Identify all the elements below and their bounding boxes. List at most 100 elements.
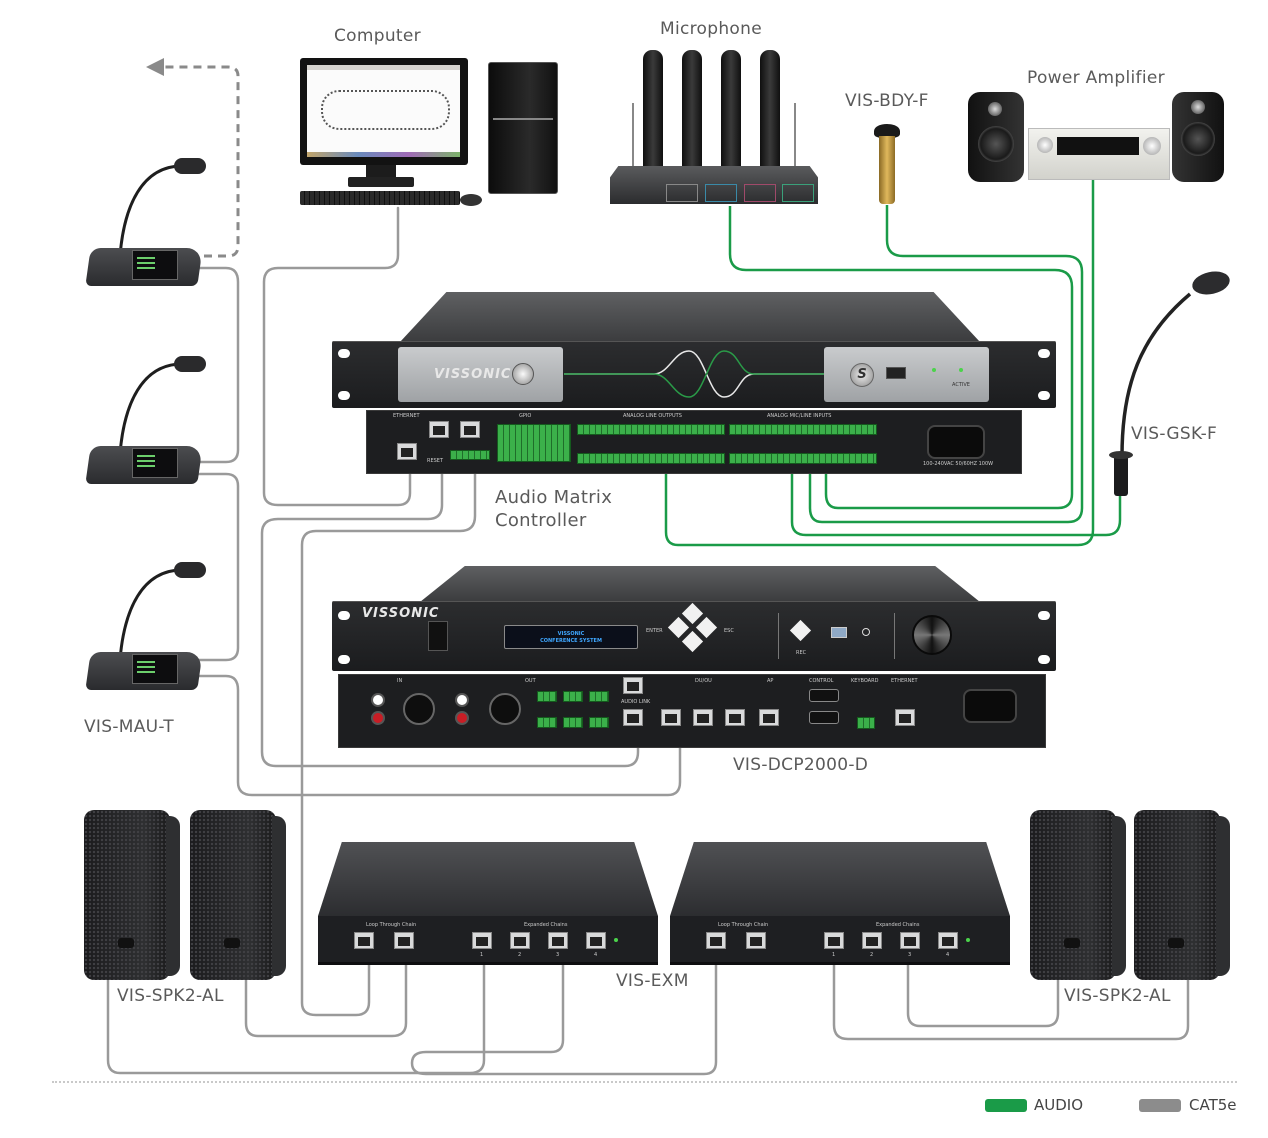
touch-screen (132, 654, 178, 684)
matrix-rear-panel: ETHERNET RESET GPIO ANALOG LINE OUTPUTS … (366, 410, 1022, 474)
delegate-unit-3 (72, 560, 222, 700)
label-microphone: Microphone (660, 19, 762, 39)
arrow-head-icon (146, 58, 164, 76)
analog-output-terminal-bottom (577, 453, 725, 464)
ap-port (759, 709, 779, 726)
label-delegate-unit: VIS-MAU-T (84, 717, 174, 737)
loop-port-1 (354, 932, 374, 949)
label-boundary-mic: VIS-BDY-F (845, 91, 929, 111)
label-computer: Computer (334, 26, 421, 46)
dcp-power-inlet (963, 689, 1017, 723)
out-terminal-5 (589, 691, 609, 702)
section-analog-outputs: ANALOG LINE OUTPUTS (623, 413, 682, 419)
audio-wireless-mic-to-matrix (728, 206, 1074, 510)
section-analog-inputs: ANALOG MIC/LINE INPUTS (767, 413, 832, 419)
legend-swatch-cat5e (1139, 1099, 1181, 1112)
du-port-3 (725, 709, 745, 726)
gpio-terminal (497, 424, 571, 462)
section-ap: AP (767, 678, 774, 684)
label-central-unit: VIS-DCP2000-D (733, 755, 869, 775)
chain-port-2 (862, 932, 882, 949)
mic-windscreen (174, 562, 206, 578)
delegate-unit-2 (72, 354, 222, 494)
chain-port-1 (824, 932, 844, 949)
volume-knob (912, 615, 952, 655)
gooseneck (118, 362, 183, 455)
cat5e-matrix-secondary-to-exm (300, 460, 477, 1017)
touch-screen (132, 250, 178, 280)
chain-port-2 (510, 932, 530, 949)
power-led (614, 938, 618, 942)
port-num-4: 4 (594, 952, 598, 958)
computer (300, 58, 486, 210)
label-audio-matrix-line2: Controller (495, 510, 587, 531)
cat5e-exm1-to-spk-left (106, 950, 486, 1075)
du-port-1 (661, 709, 681, 726)
handheld-mic-4 (760, 50, 780, 172)
label-gooseneck-mic: VIS-GSK-F (1131, 424, 1218, 444)
legend-swatch-audio (985, 1099, 1027, 1112)
loop-port-2 (394, 932, 414, 949)
chain-port-3 (548, 932, 568, 949)
power-inlet (927, 425, 985, 459)
left-button (667, 616, 690, 639)
section-control: CONTROL (809, 678, 834, 684)
power-led (932, 368, 936, 372)
label-extender: VIS-EXM (616, 971, 689, 991)
label-audio-matrix-line1: Audio Matrix (495, 487, 613, 508)
section-ethernet: ETHERNET (393, 413, 420, 419)
chain-port-4 (586, 932, 606, 949)
matrix-brand-logo: VISSONIC (434, 367, 512, 382)
keyboard-terminal (857, 717, 875, 729)
legend-divider (52, 1081, 1237, 1083)
cat5e-exm2-to-spk-right2 (832, 950, 1190, 1041)
rca-out-white (455, 693, 469, 707)
reset-label: RESET (427, 458, 444, 464)
power-led (966, 938, 970, 942)
out-terminal-3 (537, 691, 557, 702)
section-out: OUT (525, 678, 536, 684)
chain-port-1 (472, 932, 492, 949)
legend-label-audio: AUDIO (1034, 1096, 1084, 1114)
cat5e-computer-to-matrix (262, 206, 412, 507)
loop-port-2 (746, 932, 766, 949)
rec-label: REC (796, 650, 807, 656)
out-terminal-4 (563, 691, 583, 702)
dcp-brand-logo: VISSONIC (362, 606, 440, 621)
analog-input-terminal-bottom (729, 453, 877, 464)
xlr-out (489, 693, 521, 725)
speaker-right-1 (1030, 810, 1126, 980)
gooseneck (118, 568, 183, 661)
waveform-graphic (564, 350, 824, 398)
display-line-2: CONFERENCE SYSTEM (540, 638, 602, 644)
oled-display: VISSONIC CONFERENCE SYSTEM (504, 625, 638, 649)
port-num-3: 3 (556, 952, 560, 958)
audio-link-port-1 (623, 677, 643, 694)
mic-windscreen (174, 356, 206, 372)
port-num-4: 4 (946, 952, 950, 958)
visionic-s-logo: S (850, 363, 874, 387)
out-terminal-6 (537, 717, 557, 728)
mic-windscreen (174, 158, 206, 174)
expanded-chains-label: Expanded Chains (876, 922, 920, 928)
monitor (300, 58, 468, 165)
power-rocker-switch (428, 621, 448, 651)
chain-port-3 (900, 932, 920, 949)
right-button (695, 616, 718, 639)
loop-through-label: Loop Through Chain (366, 922, 417, 928)
section-keyboard: KEYBOARD (851, 678, 879, 684)
extender-2: Loop Through Chain Expanded Chains 1 2 3… (670, 842, 1010, 965)
handheld-mic-3 (721, 50, 741, 172)
rca-in-white (371, 693, 385, 707)
active-led (959, 368, 963, 372)
audio-cables (664, 178, 1122, 547)
cat5e-mau2-to-mau3 (183, 472, 240, 662)
legend-label-cat5e: CAT5e (1189, 1096, 1237, 1114)
db9-port-2 (809, 711, 839, 724)
extender-1: Loop Through Chain Expanded Chains 1 2 3… (318, 842, 658, 965)
enter-label: ENTER (646, 628, 663, 634)
label-speakers-left: VIS-SPK2-AL (117, 986, 224, 1006)
cat5e-mau1-to-mau2 (183, 266, 240, 464)
touch-screen (132, 448, 178, 478)
primary-dante-port (429, 421, 449, 438)
